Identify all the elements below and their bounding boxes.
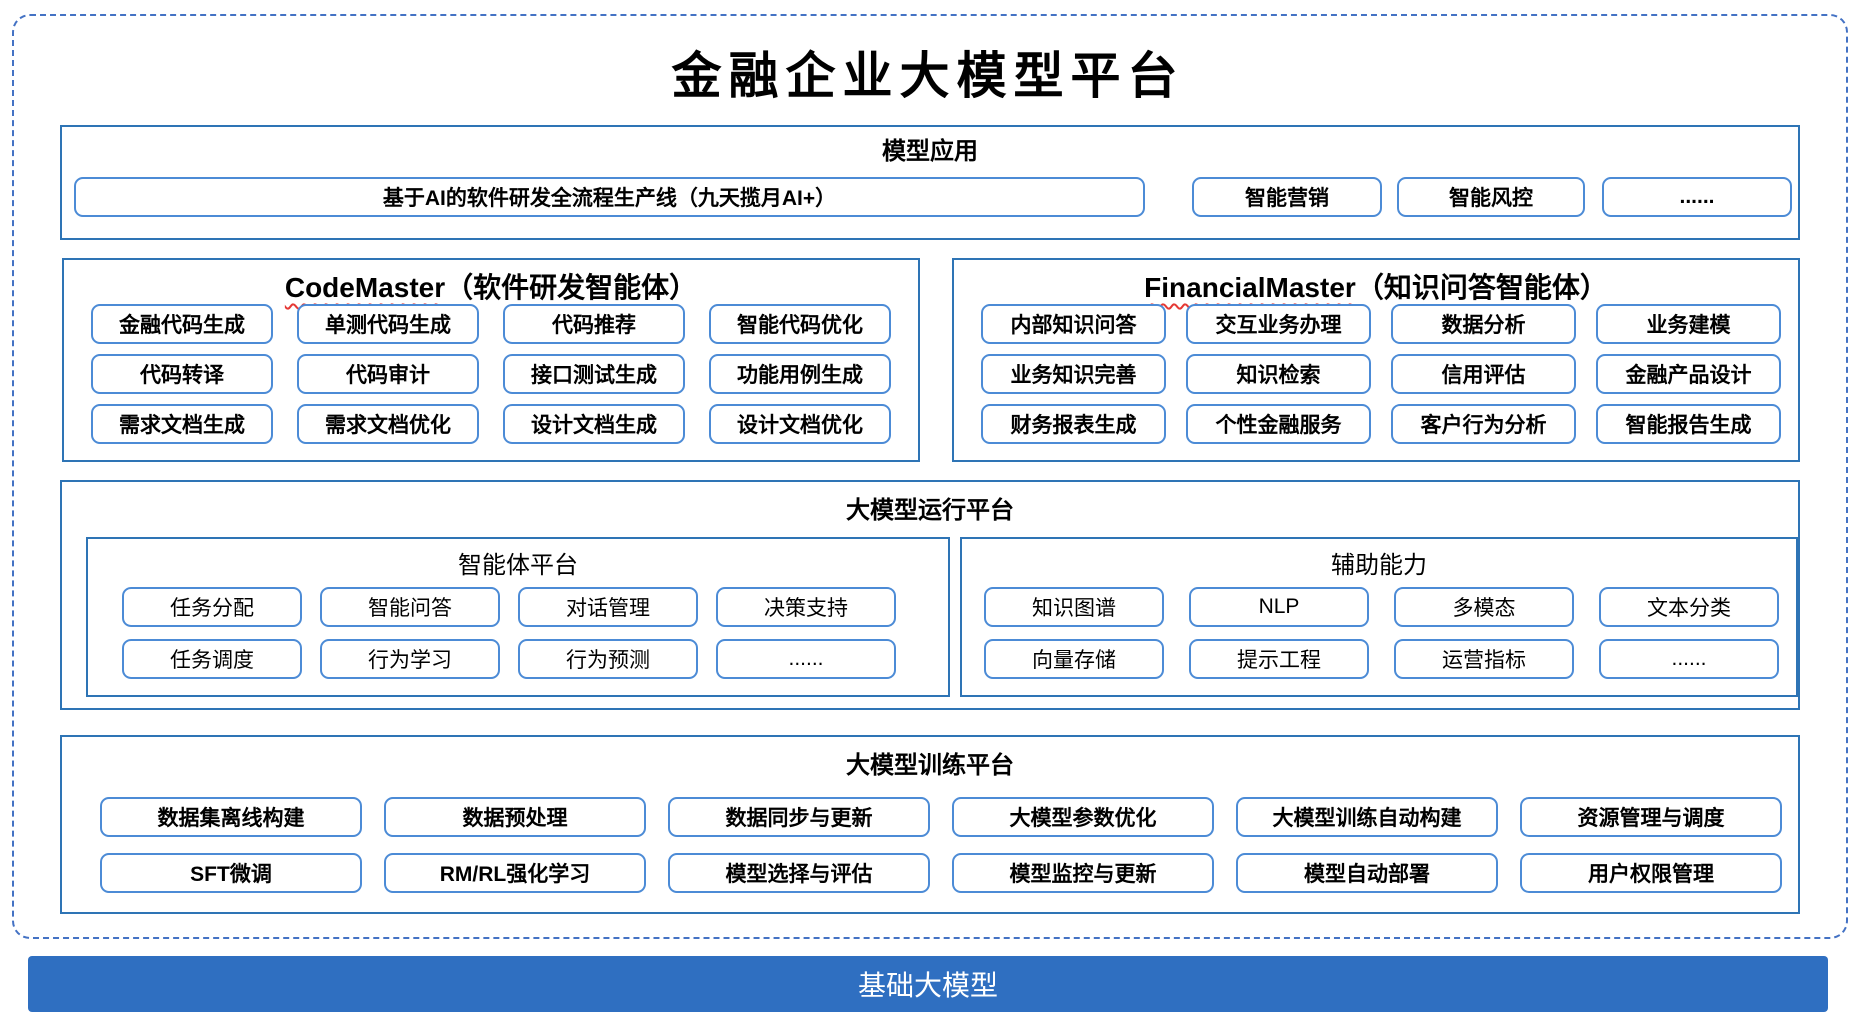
aux-item: 提示工程 <box>1189 639 1369 679</box>
training-item: 模型选择与评估 <box>668 853 930 893</box>
financialmaster-item: 财务报表生成 <box>981 404 1166 444</box>
financialmaster-panel: FinancialMaster（知识问答智能体） 内部知识问答 交互业务办理 数… <box>952 258 1800 462</box>
aux-item: NLP <box>1189 587 1369 627</box>
app-item: 智能风控 <box>1397 177 1585 217</box>
financialmaster-item: 交互业务办理 <box>1186 304 1371 344</box>
training-item: SFT微调 <box>100 853 362 893</box>
financialmaster-grid: 内部知识问答 交互业务办理 数据分析 业务建模 业务知识完善 知识检索 信用评估… <box>981 304 1781 444</box>
training-item: 用户权限管理 <box>1520 853 1782 893</box>
codemaster-item: 智能代码优化 <box>709 304 891 344</box>
codemaster-item: 接口测试生成 <box>503 354 685 394</box>
training-item: RM/RL强化学习 <box>384 853 646 893</box>
app-item-pipeline: 基于AI的软件研发全流程生产线（九天揽月AI+） <box>74 177 1145 217</box>
codemaster-item: 需求文档优化 <box>297 404 479 444</box>
model-app-section: 模型应用 基于AI的软件研发全流程生产线（九天揽月AI+） 智能营销 智能风控 … <box>60 125 1800 240</box>
training-section: 大模型训练平台 数据集离线构建 数据预处理 数据同步与更新 大模型参数优化 大模… <box>60 735 1800 914</box>
agent-platform-item: 对话管理 <box>518 587 698 627</box>
codemaster-item: 代码转译 <box>91 354 273 394</box>
codemaster-panel: CodeMaster（软件研发智能体） 金融代码生成 单测代码生成 代码推荐 智… <box>62 258 920 462</box>
codemaster-item: 单测代码生成 <box>297 304 479 344</box>
financialmaster-item: 知识检索 <box>1186 354 1371 394</box>
runtime-section: 大模型运行平台 智能体平台 任务分配 智能问答 对话管理 决策支持 任务调度 行… <box>60 480 1800 710</box>
codemaster-item: 设计文档生成 <box>503 404 685 444</box>
agent-platform-item: 行为预测 <box>518 639 698 679</box>
aux-item: ...... <box>1599 639 1779 679</box>
diagram-title: 金融企业大模型平台 <box>671 46 1185 105</box>
app-item: ...... <box>1602 177 1792 217</box>
aux-capabilities-panel: 辅助能力 知识图谱 NLP 多模态 文本分类 向量存储 提示工程 运营指标 ..… <box>960 537 1798 697</box>
financialmaster-item: 客户行为分析 <box>1391 404 1576 444</box>
financialmaster-item: 信用评估 <box>1391 354 1576 394</box>
financialmaster-item: 业务知识完善 <box>981 354 1166 394</box>
training-item: 资源管理与调度 <box>1520 797 1782 837</box>
codemaster-item: 代码推荐 <box>503 304 685 344</box>
agent-platform-item: 决策支持 <box>716 587 896 627</box>
financialmaster-item: 内部知识问答 <box>981 304 1166 344</box>
training-item: 数据集离线构建 <box>100 797 362 837</box>
financialmaster-title-zh: （知识问答智能体） <box>1355 272 1608 303</box>
training-grid: 数据集离线构建 数据预处理 数据同步与更新 大模型参数优化 大模型训练自动构建 … <box>100 797 1782 893</box>
agent-platform-item: 任务调度 <box>122 639 302 679</box>
training-item: 大模型训练自动构建 <box>1236 797 1498 837</box>
foundation-model-bar: 基础大模型 <box>28 956 1828 1012</box>
codemaster-panel-title: CodeMaster（软件研发智能体） <box>64 266 918 306</box>
training-header: 大模型训练平台 <box>846 752 1014 779</box>
training-item: 模型自动部署 <box>1236 853 1498 893</box>
agent-platform-item: 智能问答 <box>320 587 500 627</box>
foundation-model-label: 基础大模型 <box>857 970 998 1001</box>
aux-item: 多模态 <box>1394 587 1574 627</box>
financialmaster-item: 业务建模 <box>1596 304 1781 344</box>
outer-dashed-border <box>12 14 1848 939</box>
codemaster-item: 设计文档优化 <box>709 404 891 444</box>
agent-platform-grid: 任务分配 智能问答 对话管理 决策支持 任务调度 行为学习 行为预测 .....… <box>122 587 896 679</box>
codemaster-title-en: CodeMaster <box>284 272 446 303</box>
codemaster-title-zh: （软件研发智能体） <box>445 272 698 303</box>
financialmaster-item: 数据分析 <box>1391 304 1576 344</box>
runtime-header: 大模型运行平台 <box>846 497 1014 524</box>
aux-capabilities-header: 辅助能力 <box>1331 552 1427 579</box>
model-app-header: 模型应用 <box>882 138 978 165</box>
agent-platform-item: 行为学习 <box>320 639 500 679</box>
codemaster-item: 代码审计 <box>297 354 479 394</box>
agent-platform-item: ...... <box>716 639 896 679</box>
aux-capabilities-grid: 知识图谱 NLP 多模态 文本分类 向量存储 提示工程 运营指标 ...... <box>984 587 1779 679</box>
codemaster-item: 需求文档生成 <box>91 404 273 444</box>
financialmaster-item: 智能报告生成 <box>1596 404 1781 444</box>
aux-item: 向量存储 <box>984 639 1164 679</box>
training-item: 模型监控与更新 <box>952 853 1214 893</box>
aux-item: 知识图谱 <box>984 587 1164 627</box>
training-item: 大模型参数优化 <box>952 797 1214 837</box>
agent-platform-item: 任务分配 <box>122 587 302 627</box>
financialmaster-title-en: FinancialMaster <box>1144 272 1356 303</box>
training-item: 数据同步与更新 <box>668 797 930 837</box>
financialmaster-panel-title: FinancialMaster（知识问答智能体） <box>954 266 1798 306</box>
codemaster-item: 功能用例生成 <box>709 354 891 394</box>
aux-item: 运营指标 <box>1394 639 1574 679</box>
aux-item: 文本分类 <box>1599 587 1779 627</box>
codemaster-grid: 金融代码生成 单测代码生成 代码推荐 智能代码优化 代码转译 代码审计 接口测试… <box>91 304 891 444</box>
agent-platform-panel: 智能体平台 任务分配 智能问答 对话管理 决策支持 任务调度 行为学习 行为预测… <box>86 537 950 697</box>
agent-platform-header: 智能体平台 <box>458 552 578 579</box>
codemaster-item: 金融代码生成 <box>91 304 273 344</box>
app-item: 智能营销 <box>1192 177 1382 217</box>
financialmaster-item: 个性金融服务 <box>1186 404 1371 444</box>
training-item: 数据预处理 <box>384 797 646 837</box>
financialmaster-item: 金融产品设计 <box>1596 354 1781 394</box>
